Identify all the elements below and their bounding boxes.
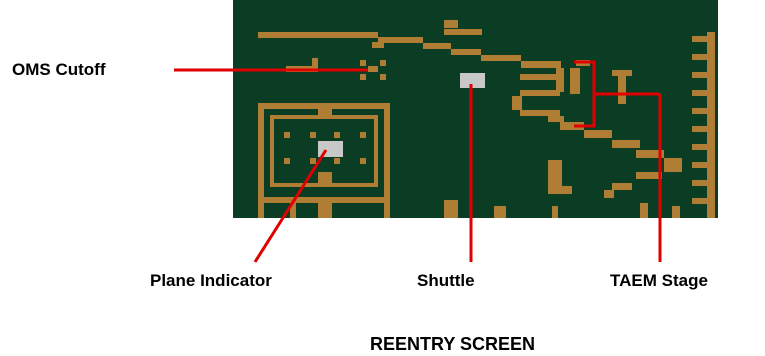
screen-caption: REENTRY SCREEN xyxy=(370,334,535,355)
shuttle-label: Shuttle xyxy=(417,271,475,291)
oms-cutoff-label: OMS Cutoff xyxy=(12,60,105,80)
taem-stage-label: TAEM Stage xyxy=(610,271,708,291)
plane-indicator-label: Plane Indicator xyxy=(150,271,272,291)
